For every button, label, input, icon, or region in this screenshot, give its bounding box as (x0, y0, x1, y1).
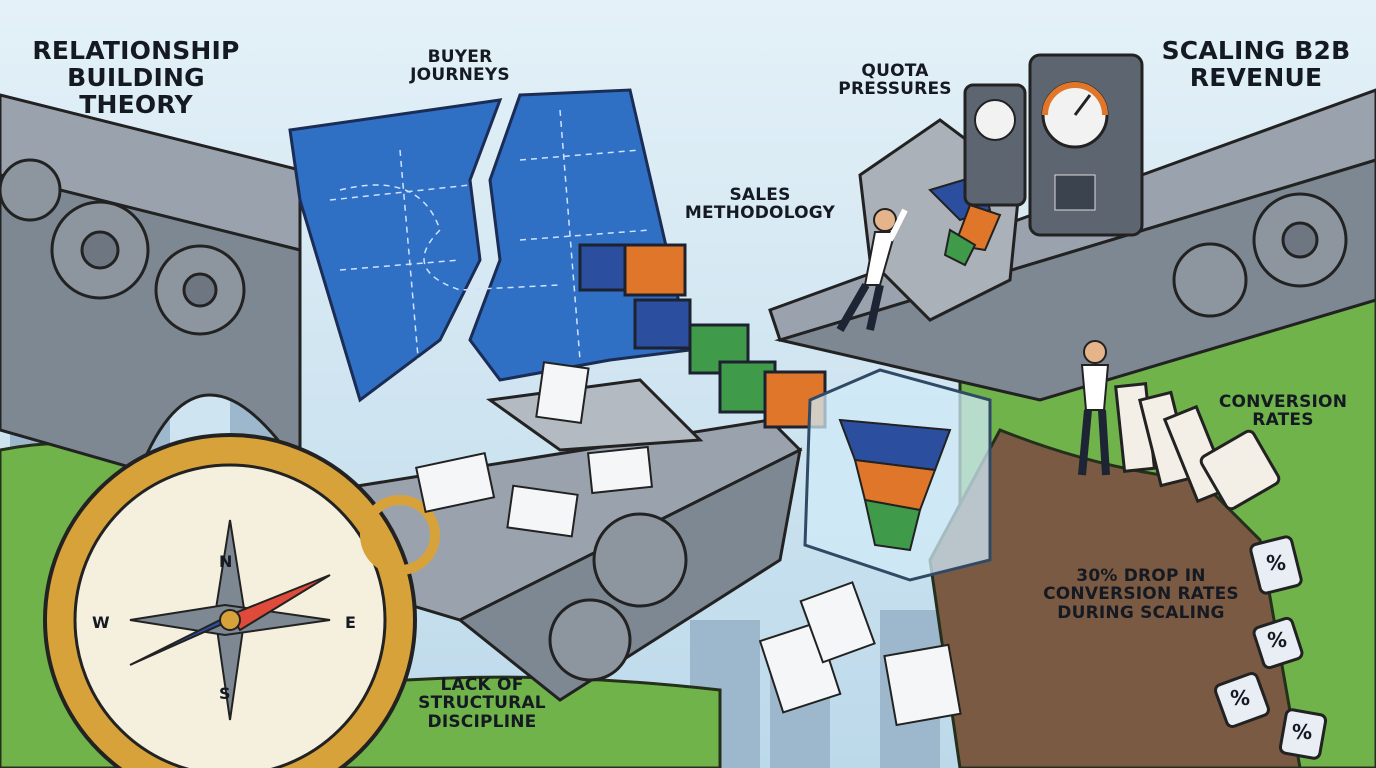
dominoes (1114, 382, 1281, 511)
stair-cubes (578, 243, 827, 429)
funnel-cube (803, 368, 992, 582)
percent-tile-1: % (1266, 551, 1287, 575)
percent-tile-2: % (1267, 628, 1288, 652)
compass-south: S (219, 684, 231, 703)
paper-sheets (415, 361, 962, 727)
compass (43, 433, 440, 768)
percent-tile-4: % (1292, 720, 1313, 744)
pushing-man (836, 208, 908, 333)
gauges (963, 53, 1144, 237)
left-bridge (0, 93, 302, 475)
percent-tiles (1213, 535, 1328, 760)
compass-east: E (345, 613, 357, 632)
percent-tile-3: % (1230, 686, 1251, 710)
standing-man (1078, 340, 1110, 476)
compass-north: N (219, 552, 233, 571)
compass-west: W (92, 613, 110, 632)
